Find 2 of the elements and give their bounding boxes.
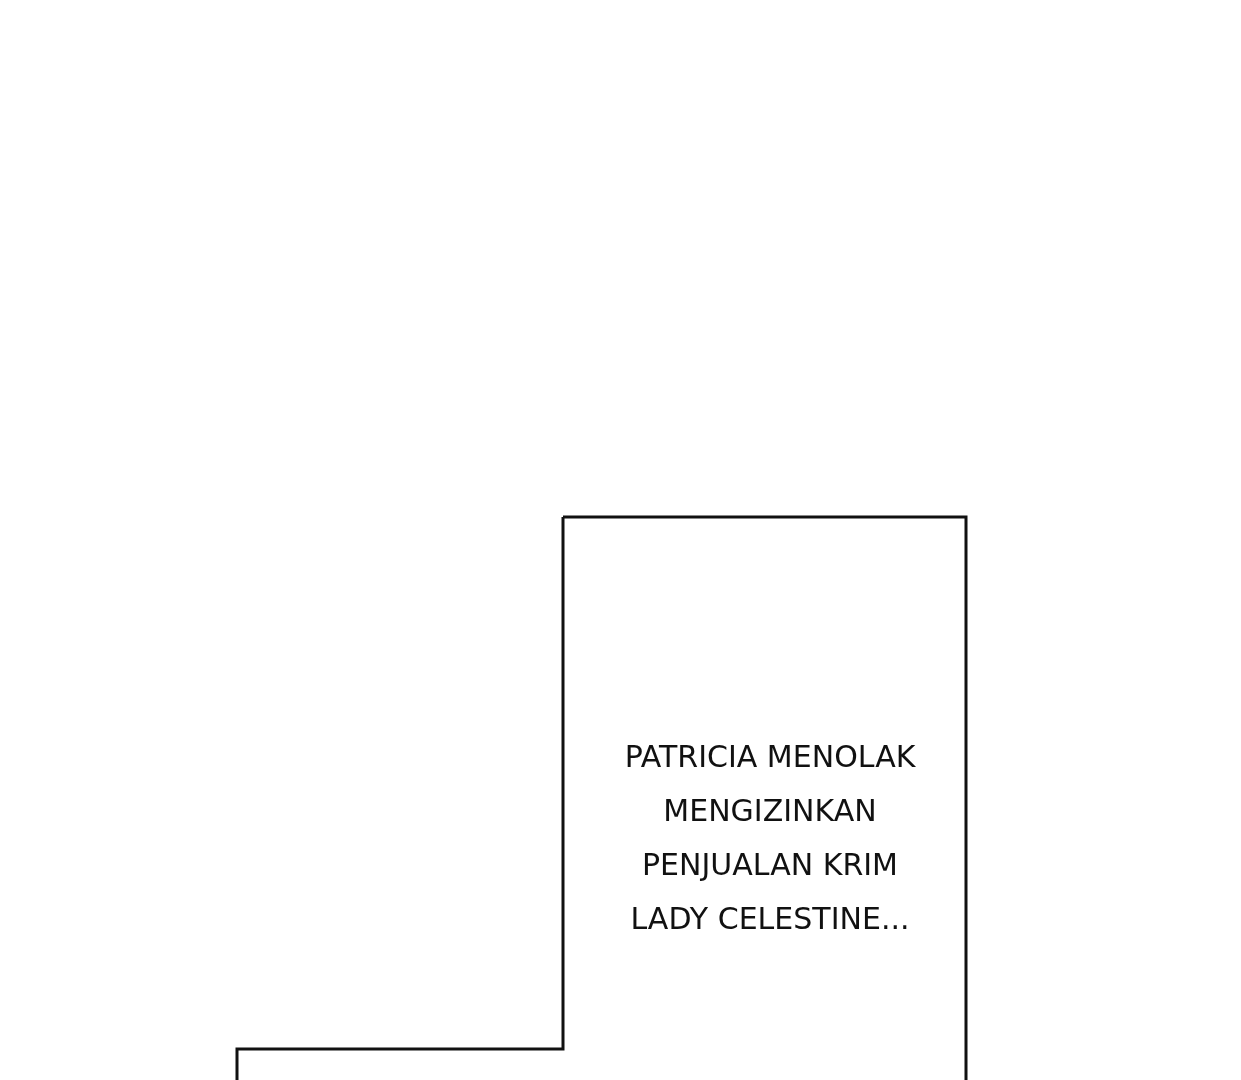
- caption-box: [235, 515, 969, 1080]
- caption-text: PATRICIA MENOLAK MENGIZINKAN PENJUALAN KRIM LADY CELESTINE...: [623, 738, 917, 938]
